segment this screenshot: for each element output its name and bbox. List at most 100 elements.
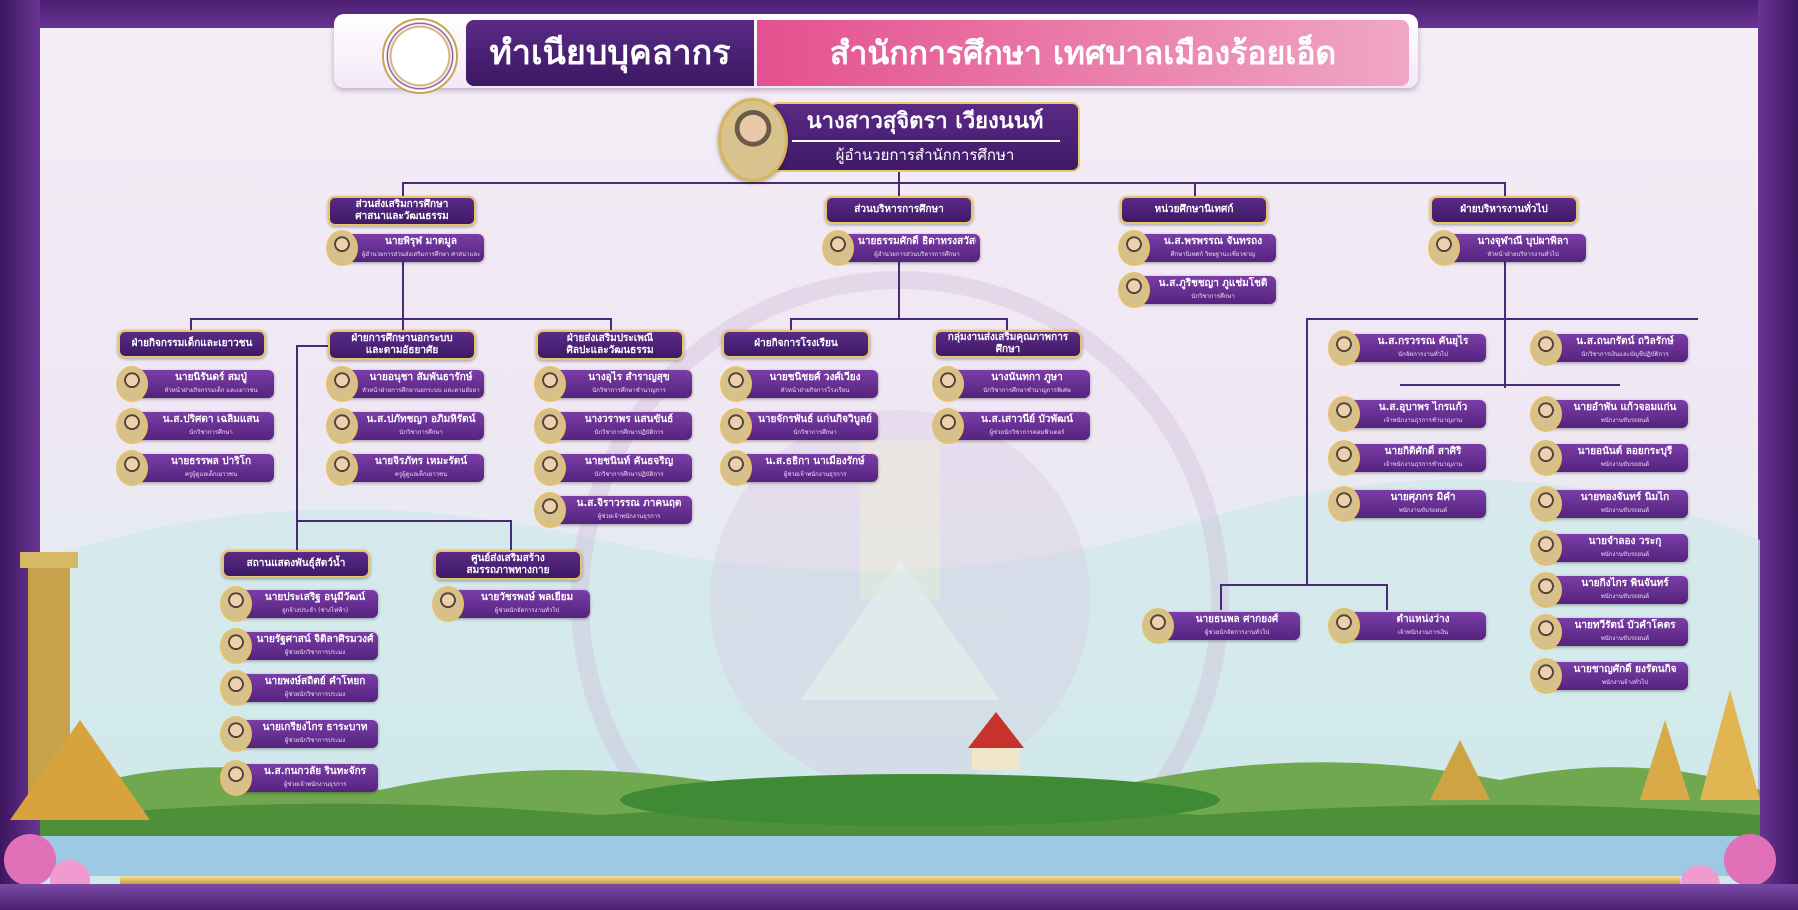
staff-card: นายกิ่งไกร พินจันทร์พนักงานขับรถยนต์ [1530, 572, 1688, 608]
staff-position: ผู้ช่วยนักวิชาการประมง [284, 691, 346, 698]
connector-line [1194, 182, 1196, 196]
staff-name: นายวัชรพงษ์ พลเยี่ยม [480, 592, 574, 603]
staff-name: นายจำลอง วระกุ [1588, 536, 1662, 547]
staff-photo [534, 366, 566, 402]
staff-name: นายอำพัน แก้วจอมแก่น [1573, 402, 1677, 413]
staff-position: หัวหน้าฝ่ายบริหารงานทั่วไป [1487, 251, 1559, 258]
staff-position: พนักงานขับรถยนต์ [1600, 635, 1650, 642]
staff-name: นายกิติศักดิ์ สาศิริ [1384, 446, 1462, 457]
staff-card-plate [234, 764, 378, 792]
municipality-seal-icon [382, 18, 458, 94]
staff-photo [1530, 486, 1562, 522]
staff-card: น.ส.ภูริชชญา ภูแช่มโชตินักวิชาการศึกษา [1118, 272, 1276, 308]
staff-name: นายจักรพันธ์ แก่นกิจวิบูลย์ [758, 414, 872, 425]
connector-line [898, 182, 900, 196]
staff-card-plate [234, 720, 378, 748]
staff-position: ครูผู้ดูแลเด็กเยาวชน [184, 471, 238, 478]
staff-name: น.ส.อุบาพร ไกรแก้ว [1378, 402, 1468, 413]
staff-card: น.ส.จิราวรรณ ภาคนฤตผู้ช่วยเจ้าพนักงานธุร… [534, 492, 692, 528]
staff-position: เจ้าพนักงานการเงิน [1397, 629, 1449, 636]
staff-card-plate [1544, 444, 1688, 472]
staff-position: ผู้ช่วยนักจัดการงานทั่วไป [494, 607, 560, 614]
staff-card: นายศุภกร มิคำพนักงานขับรถยนต์ [1328, 486, 1486, 522]
staff-name: นางวราพร แสนขันธ์ [584, 414, 674, 425]
connector-line [402, 318, 404, 332]
staff-name: น.ส.พรพรรณ จันทรถง [1163, 236, 1263, 247]
staff-name: น.ส.กนกวลัย รินทะจักร [263, 766, 367, 777]
staff-card-plate [734, 370, 878, 398]
staff-position: นักวิชาการเงินและบัญชีปฏิบัติการ [1581, 351, 1669, 358]
staff-photo [1328, 608, 1360, 644]
staff-card: นายทองจันทร์ นิ่มไกพนักงานขับรถยนต์ [1530, 486, 1688, 522]
section-header: ฝ่ายกิจกรรมเด็กและเยาวชน [118, 330, 266, 358]
director-box [770, 102, 1080, 172]
staff-photo [534, 450, 566, 486]
staff-name: น.ส.เสาวนีย์ บัวพัฒน์ [981, 414, 1073, 425]
staff-photo [326, 450, 358, 486]
connector-line [1504, 262, 1506, 388]
staff-photo [326, 408, 358, 444]
connector-line [898, 170, 900, 182]
unit-header: ส่วนบริหารการศึกษา [825, 196, 973, 224]
connector-line [1220, 584, 1222, 610]
staff-card: นายทวีรัตน์ บัวคำโคตรพนักงานขับรถยนต์ [1530, 614, 1688, 650]
staff-position: ผู้ช่วยนักวิชาการคอมพิวเตอร์ [989, 429, 1065, 436]
staff-card-plate [340, 412, 484, 440]
director-divider [792, 140, 1060, 142]
staff-photo [116, 450, 148, 486]
staff-card-plate [1342, 490, 1486, 518]
staff-card-plate [234, 590, 378, 618]
staff-position: ผู้ช่วยนักจัดการงานทั่วไป [1204, 629, 1270, 636]
connector-line [296, 520, 512, 522]
staff-photo [220, 716, 252, 752]
staff-name: น.ส.จิราวรรณ ภาคนฤต [576, 498, 682, 509]
staff-name: นายประเสริฐ อนุมีวัฒน์ [264, 592, 366, 603]
staff-position: เจ้าพนักงานธุรการชำนาญงาน [1383, 417, 1463, 424]
staff-name: นายพงษ์สถิตย์ คำโหยก [264, 676, 366, 687]
connector-line [610, 318, 612, 332]
staff-photo [1530, 440, 1562, 476]
staff-position: ผู้ช่วยเจ้าพนักงานธุรการ [597, 513, 661, 520]
connector-line [190, 318, 612, 320]
staff-position: หัวหน้าฝ่ายการศึกษานอกระบบ และตามอัธยาศั… [362, 387, 480, 394]
staff-position: ศึกษานิเทศก์ วิทยฐานะเชี่ยวชาญ [1170, 251, 1256, 258]
staff-photo [1118, 272, 1150, 308]
staff-card-plate [548, 496, 692, 524]
staff-card-plate [1132, 276, 1276, 304]
director-name: นางสาวสุจิตรา เวียงนนท์ [806, 109, 1044, 134]
staff-name: นายธรรมศักดิ์ ธิดาทรงสวัสดิ์ [858, 236, 976, 247]
staff-card: นายจิรภัทร เหมะรัตน์ครูผู้ดูแลเด็กเยาวชน [326, 450, 484, 486]
director-position: ผู้อำนวยการสำนักการศึกษา [835, 146, 1015, 164]
staff-position: พนักงานขับรถยนต์ [1600, 417, 1650, 424]
staff-position: หัวหน้าฝ่ายกิจการโรงเรียน [780, 387, 850, 394]
staff-photo [1530, 658, 1562, 694]
staff-photo [720, 366, 752, 402]
staff-card-plate [234, 632, 378, 660]
staff-card-plate [836, 234, 980, 262]
staff-photo [1530, 530, 1562, 566]
office-title: สำนักการศึกษา เทศบาลเมืองร้อยเอ็ด [829, 34, 1337, 72]
frame-right [1758, 0, 1798, 910]
staff-photo [326, 230, 358, 266]
staff-card: น.ส.ถนกรัตน์ ถวิลรักษ์นักวิชาการเงินและบ… [1530, 330, 1688, 366]
staff-card: นายชนินท์ คันธจริญนักวิชาการศึกษาปฏิบัติ… [534, 450, 692, 486]
staff-position: พนักงานขับรถยนต์ [1600, 593, 1650, 600]
staff-card: นายพงษ์สถิตย์ คำโหยกผู้ช่วยนักวิชาการประ… [220, 670, 378, 706]
staff-card: นายอนุชา สัมพันธารักษ์หัวหน้าฝ่ายการศึกษ… [326, 366, 484, 402]
connector-line [1306, 318, 1308, 584]
staff-name: น.ส.ถนกรัตน์ ถวิลรักษ์ [1576, 336, 1674, 347]
staff-photo [932, 366, 964, 402]
staff-card: นายชนิชยศ์ วงศ์เวียงหัวหน้าฝ่ายกิจการโรง… [720, 366, 878, 402]
frame-bottom [0, 884, 1798, 910]
staff-name: นายกิ่งไกร พินจันทร์ [1581, 578, 1669, 589]
staff-card-plate [340, 370, 484, 398]
staff-position: เจ้าพนักงานธุรการชำนาญงาน [1383, 461, 1463, 468]
staff-photo [1328, 486, 1360, 522]
staff-photo [720, 408, 752, 444]
staff-photo [720, 450, 752, 486]
staff-card: นายประเสริฐ อนุมีวัฒน์ลูกจ้างประจำ (ช่าง… [220, 586, 378, 622]
staff-position: พนักงานขับรถยนต์ [1600, 507, 1650, 514]
connector-line [790, 318, 1008, 320]
connector-line [1400, 384, 1620, 386]
